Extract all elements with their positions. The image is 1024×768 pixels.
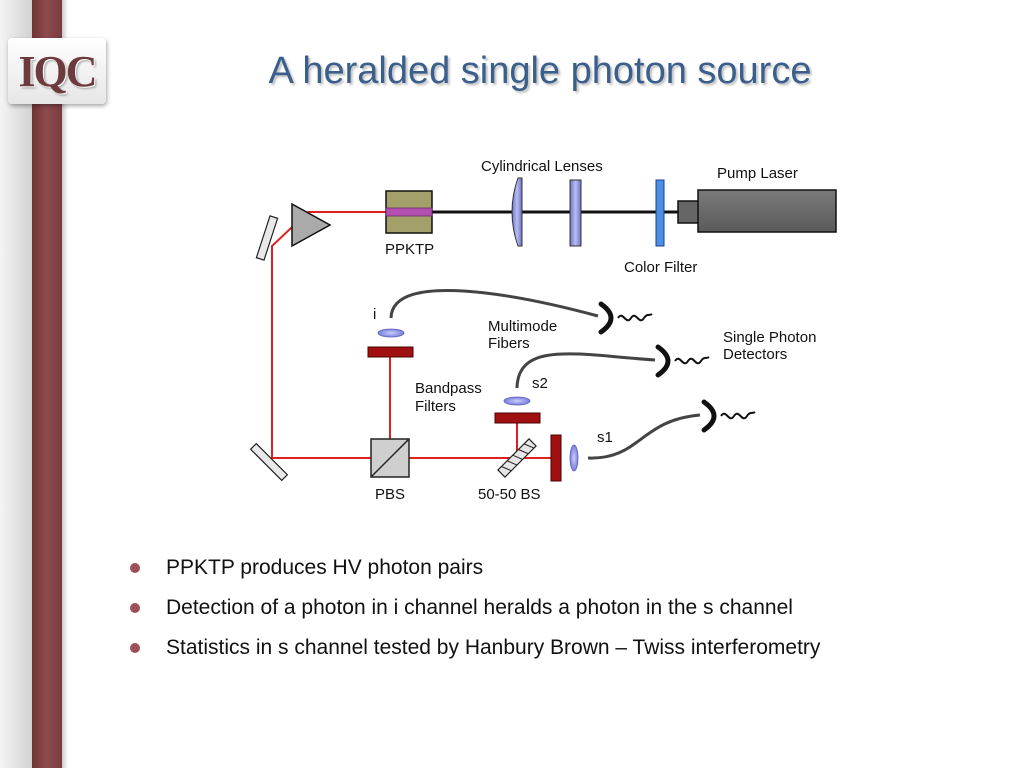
coupling-lens-i [377, 328, 405, 338]
label-spd-1: Single Photon [723, 329, 816, 346]
mirror-top-left [255, 215, 279, 261]
detector-icon-3 [701, 399, 756, 433]
label-ppktp: PPKTP [385, 241, 434, 258]
bullet-dot-icon [130, 603, 140, 613]
label-pbs: PBS [375, 486, 405, 503]
bullet-item: Statistics in s channel tested by Hanbur… [128, 632, 820, 672]
label-s2: s2 [532, 375, 548, 392]
bullet-list: PPKTP produces HV photon pairs Detection… [128, 552, 820, 672]
fiber-i [389, 288, 599, 319]
bullet-item: PPKTP produces HV photon pairs [128, 552, 820, 592]
bandpass-filter-i [367, 346, 414, 358]
label-cylindrical-lenses: Cylindrical Lenses [481, 158, 603, 175]
sidebar-edge [62, 0, 68, 768]
bullet-dot-icon [130, 643, 140, 653]
coupling-lens-s1 [569, 444, 579, 472]
mirror-bottom-left [249, 442, 289, 482]
coupling-lens-s2 [503, 396, 531, 406]
detector-icon-2 [655, 344, 710, 378]
bullet-text: Detection of a photon in i channel heral… [166, 596, 793, 619]
label-bandpass-2: Filters [415, 398, 456, 415]
label-i: i [373, 306, 376, 323]
bandpass-filter-s1 [550, 434, 562, 482]
label-multimode-1: Multimode [488, 318, 557, 335]
prism-icon [291, 202, 332, 248]
ppktp-stripe [385, 207, 433, 217]
label-spd-2: Detectors [723, 346, 787, 363]
label-bandpass-1: Bandpass [415, 380, 482, 397]
bandpass-filter-s2 [494, 412, 541, 424]
fiber-s2 [515, 352, 656, 389]
cylindrical-lens-2 [569, 179, 582, 247]
pbs-diagonal [370, 438, 410, 478]
slide-title: A heralded single photon source [268, 50, 812, 92]
sidebar-accent-bar [32, 0, 62, 768]
beam-splitter-50-50 [497, 438, 537, 478]
detector-icon-1 [598, 301, 653, 335]
down-converted-beam [271, 211, 560, 459]
pump-laser-body [697, 189, 837, 233]
bullet-text: PPKTP produces HV photon pairs [166, 556, 484, 579]
color-filter [655, 179, 665, 247]
label-color-filter: Color Filter [624, 259, 697, 276]
label-pump-laser: Pump Laser [717, 165, 798, 182]
label-multimode-2: Fibers [488, 335, 530, 352]
fiber-s1 [587, 413, 701, 460]
iqc-logo: IQC [8, 38, 106, 104]
label-bs: 50-50 BS [478, 486, 541, 503]
bullet-dot-icon [130, 563, 140, 573]
pump-laser-nozzle [677, 200, 701, 224]
cylindrical-lens-1 [511, 177, 523, 247]
bullet-item: Detection of a photon in i channel heral… [128, 592, 820, 632]
label-s1: s1 [597, 429, 613, 446]
bullet-text: Statistics in s channel tested by Hanbur… [166, 636, 821, 659]
